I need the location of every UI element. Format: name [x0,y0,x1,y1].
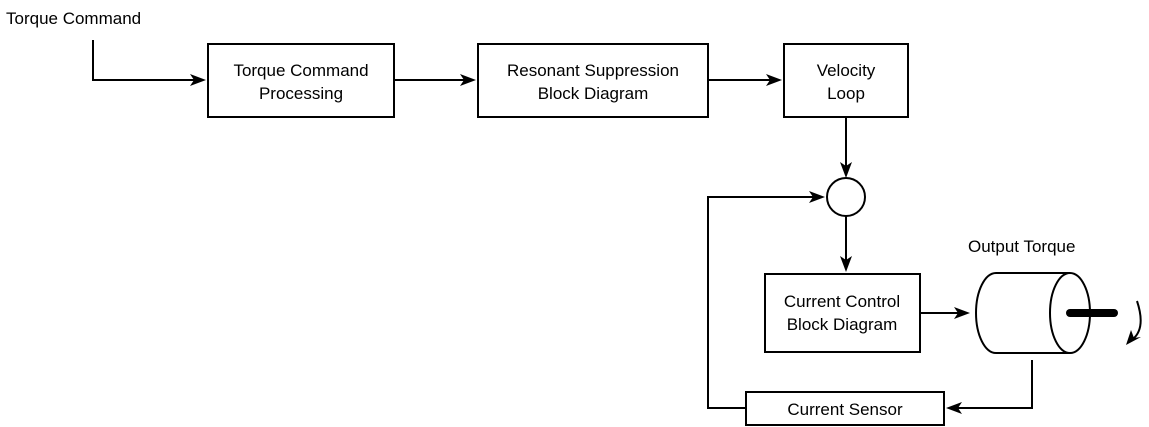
input-arrowhead [190,74,206,86]
current-control-to-motor-arrowhead [954,307,970,319]
current-control-block: Current Control Block Diagram [764,273,921,353]
block-label-line1: Current Control [784,292,900,311]
block-label-line1: Velocity [817,61,876,80]
feedback-connector [707,196,815,409]
motor-icon [975,272,1118,354]
summing-to-current-control-arrowhead [840,256,852,272]
block-label-line2: Loop [827,84,865,103]
current-sensor-block: Current Sensor [745,391,945,426]
input-connector [92,40,196,81]
block-label-line2: Block Diagram [787,315,898,334]
block-label-line2: Processing [259,84,343,103]
feedback-arrowhead [809,191,825,203]
block-label: Current Sensor [787,400,903,419]
velocity-to-summing-arrowhead [840,162,852,178]
motor-to-sensor-connector [958,360,1033,409]
block-label-line1: Torque Command [233,61,368,80]
processing-to-resonant-arrowhead [460,74,476,86]
resonant-suppression-block: Resonant Suppression Block Diagram [477,43,709,118]
torque-command-input-label: Torque Command [6,9,141,28]
torque-command-processing-block: Torque Command Processing [207,43,395,118]
motor-to-sensor-arrowhead [946,402,962,414]
output-torque-label: Output Torque [968,237,1075,256]
block-label-line2: Block Diagram [538,84,649,103]
resonant-to-velocity-arrowhead [766,74,782,86]
block-label-line1: Resonant Suppression [507,61,679,80]
velocity-loop-block: Velocity Loop [783,43,909,118]
rotation-arrow-icon [1126,300,1142,345]
summing-junction [826,177,866,217]
